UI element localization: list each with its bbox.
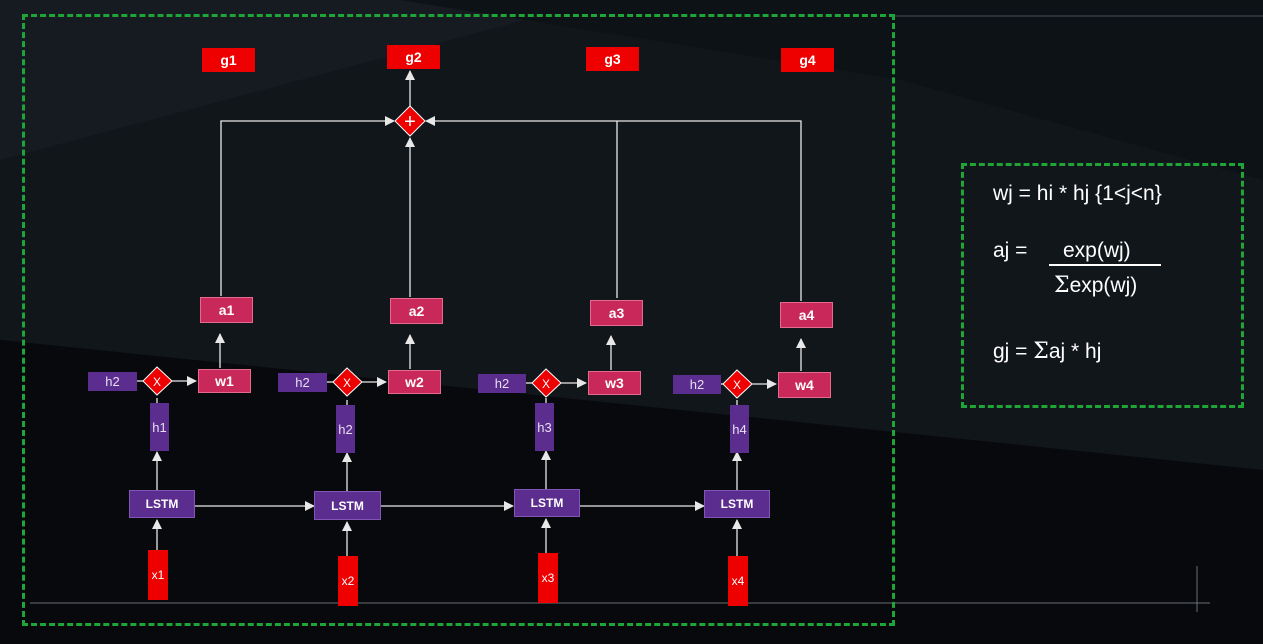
equation-g: gj = Σaj * hj bbox=[993, 339, 1101, 364]
multiply-symbol-1: X bbox=[153, 375, 161, 389]
output-g4: g4 bbox=[781, 48, 834, 72]
weight-w1: w1 bbox=[198, 369, 251, 393]
lstm-cell-1: LSTM bbox=[129, 490, 195, 518]
output-g2: g2 bbox=[387, 45, 440, 69]
equation-a-numerator: exp(wj) bbox=[1063, 239, 1131, 262]
query-h2-4: h2 bbox=[673, 375, 721, 394]
equation-w-definition: wj = hi * hj {1<j<n} bbox=[993, 182, 1162, 205]
multiply-node-4 bbox=[722, 369, 753, 399]
multiply-nodes: X X X X bbox=[142, 366, 753, 399]
equation-g-lhs: gj = bbox=[993, 340, 1034, 363]
hidden-h1: h1 bbox=[150, 403, 169, 451]
input-x3: x3 bbox=[538, 553, 558, 603]
weight-w4: w4 bbox=[778, 372, 831, 398]
multiply-node-1 bbox=[142, 366, 173, 396]
output-g1: g1 bbox=[202, 48, 255, 72]
sum-symbol: + bbox=[404, 111, 416, 133]
multiply-symbol-4: X bbox=[733, 378, 741, 392]
hidden-h3: h3 bbox=[535, 403, 554, 451]
input-x1: x1 bbox=[148, 550, 168, 600]
query-h2-1: h2 bbox=[88, 372, 137, 391]
edge-a1-sum bbox=[220, 116, 395, 296]
sum-node bbox=[394, 105, 426, 137]
multiply-node-2 bbox=[332, 367, 363, 397]
query-h2-2: h2 bbox=[278, 373, 327, 392]
hidden-h4: h4 bbox=[730, 405, 749, 453]
input-x4: x4 bbox=[728, 556, 748, 606]
lstm-cell-4: LSTM bbox=[704, 490, 770, 518]
lstm-cell-2: LSTM bbox=[314, 491, 381, 520]
weight-w3: w3 bbox=[588, 371, 641, 395]
attention-a2: a2 bbox=[390, 298, 443, 324]
input-x2: x2 bbox=[338, 556, 358, 606]
weight-w2: w2 bbox=[388, 370, 441, 394]
edge-a4-sum bbox=[425, 116, 802, 301]
multiply-symbol-3: X bbox=[542, 377, 550, 391]
attention-a3: a3 bbox=[590, 300, 643, 326]
multiply-node-3 bbox=[531, 368, 562, 398]
attention-a4: a4 bbox=[780, 302, 833, 328]
sigma-symbol: Σ bbox=[1033, 339, 1049, 364]
output-g3: g3 bbox=[586, 47, 639, 71]
attention-a1: a1 bbox=[200, 297, 253, 323]
equation-a-lhs: aj = bbox=[993, 239, 1028, 262]
hidden-h2: h2 bbox=[336, 405, 355, 453]
lstm-cell-3: LSTM bbox=[514, 489, 580, 517]
equation-a-denominator: Σexp(wj) bbox=[1054, 273, 1137, 298]
main-diagram-frame bbox=[22, 14, 895, 626]
equation-g-rhs: aj * hj bbox=[1048, 340, 1102, 363]
equations-frame bbox=[961, 163, 1244, 408]
equation-a-fraction-bar bbox=[1049, 264, 1161, 266]
equation-a-denominator-text: exp(wj) bbox=[1069, 274, 1138, 297]
sigma-symbol: Σ bbox=[1054, 273, 1070, 298]
query-h2-3: h2 bbox=[478, 374, 526, 393]
multiply-symbol-2: X bbox=[343, 376, 351, 390]
